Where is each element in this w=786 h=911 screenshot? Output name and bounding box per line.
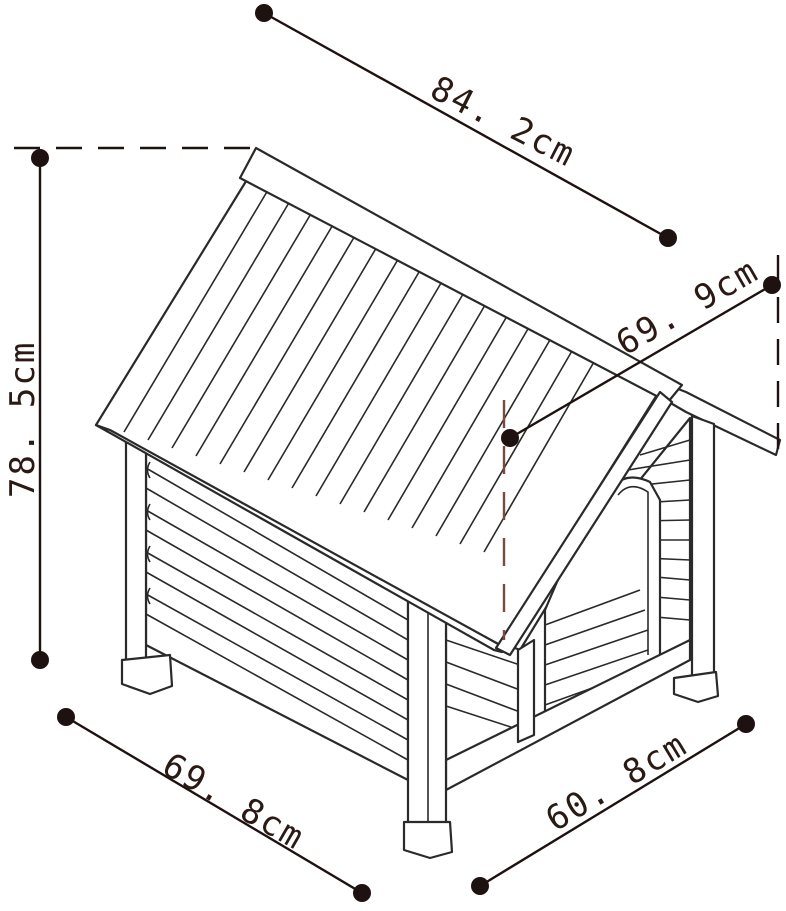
gable-trim xyxy=(494,390,674,657)
dimension-dot xyxy=(255,4,273,22)
dimension-dot xyxy=(659,229,677,247)
right-side-wall xyxy=(518,416,692,737)
base-width-label: 69. 8cm xyxy=(156,745,312,858)
height-label: 78. 5cm xyxy=(3,341,43,498)
middle-front-post xyxy=(402,598,454,860)
base-depth-label: 60. 8cm xyxy=(539,724,694,839)
dimension-dot xyxy=(353,884,371,902)
dimension-dot xyxy=(737,715,755,733)
dimension-dot xyxy=(501,429,519,447)
dimension-dot xyxy=(763,276,781,294)
roof-ridge xyxy=(238,146,684,404)
roof-depth-label: 69. 9cm xyxy=(610,251,766,364)
left-front-post xyxy=(120,436,174,696)
dimension-dot xyxy=(31,149,49,167)
door-frame-post xyxy=(516,638,536,744)
front-right-wall xyxy=(444,618,692,792)
height-dimension: 78. 5cm xyxy=(3,146,254,669)
dimension-dot xyxy=(471,877,489,895)
doghouse-drawing xyxy=(94,146,782,860)
dimension-dot xyxy=(31,651,49,669)
dimension-dot xyxy=(57,708,75,726)
right-back-post xyxy=(672,414,720,704)
roof-length-label: 84. 2cm xyxy=(424,68,582,175)
